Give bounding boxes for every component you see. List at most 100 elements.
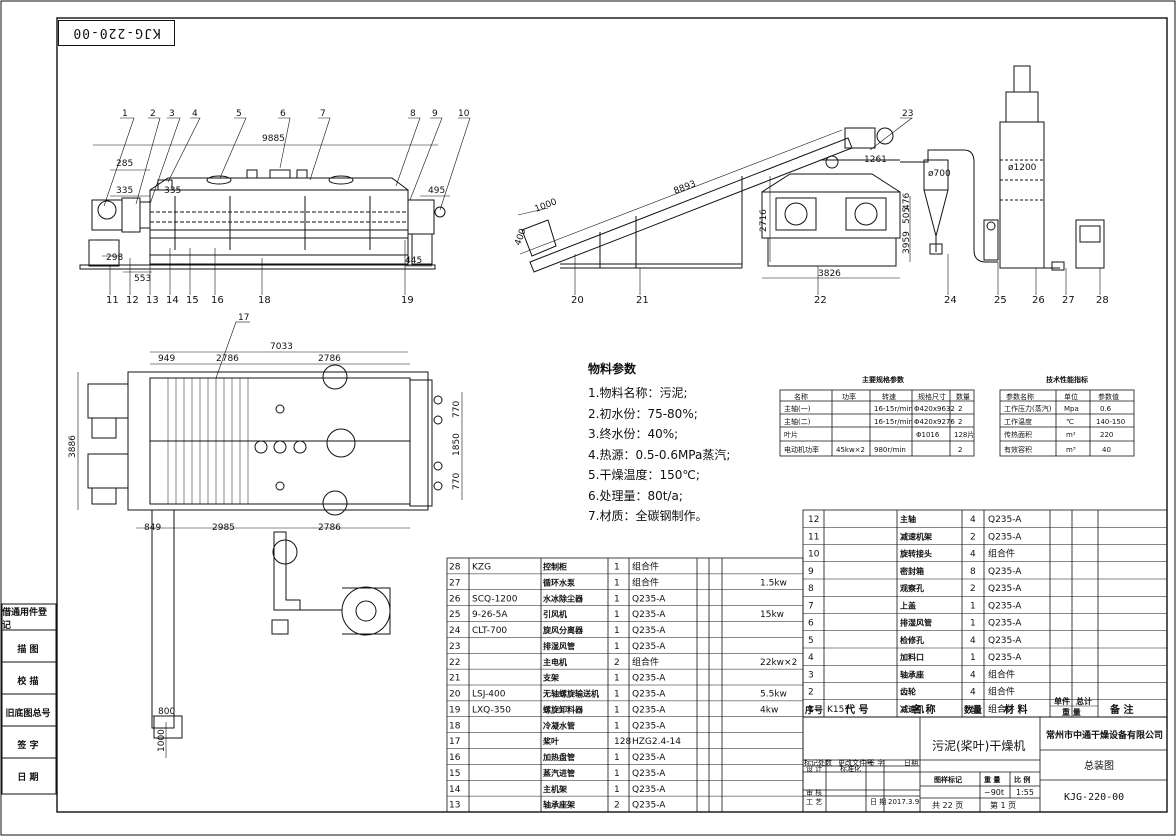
- spec1-h3: 规格尺寸: [918, 392, 946, 401]
- bom-h-seq: 序号: [805, 704, 823, 716]
- bom-right-r5-c0: 7: [808, 601, 814, 611]
- tb-doc: 更改文件号: [838, 758, 873, 767]
- param-line-2: 2.初水份：75-80%;: [588, 406, 698, 421]
- spec1-r0c4: 2: [958, 405, 962, 413]
- param-line-3: 3.终水份：40%;: [588, 427, 679, 441]
- balloon-24: 24: [944, 295, 957, 306]
- bom-right-r7-c0: 5: [808, 636, 814, 646]
- bom-right-r1-c2: 减速机架: [900, 531, 932, 541]
- bom-right-r7-c3: 4: [970, 636, 976, 646]
- spec2-h2: 参数值: [1098, 392, 1119, 401]
- spec1-title: 主要规格参数: [862, 375, 905, 384]
- bom-left-r11-c4: HZG2.4-14: [632, 737, 681, 747]
- bom-left-r0-c2: 控制柜: [543, 562, 567, 572]
- bom-left-r2-c1: SCQ-1200: [472, 594, 518, 604]
- balloon-27: 27: [1062, 295, 1075, 306]
- conveyor-elevation: [521, 127, 894, 273]
- bom-right-r7-c2: 检修孔: [900, 635, 924, 645]
- tb-design: 设 计: [806, 764, 822, 773]
- bom-right-r2-c4: 组合件: [988, 548, 1015, 560]
- fan-25: [983, 219, 999, 261]
- bom-left-r8-c5: 5.5kw: [760, 690, 787, 700]
- company-name: 常州市中通干燥设备有限公司: [1046, 729, 1163, 741]
- spec2-h0: 参数名称: [1006, 392, 1034, 401]
- spec-table-1: [779, 389, 975, 457]
- dim-1000v: 1000: [157, 729, 167, 752]
- balloon-8: 8: [410, 109, 416, 119]
- bom-right-r2-c2: 旋转接头: [899, 549, 932, 559]
- spec1-r3c0: 电动机功率: [784, 445, 819, 454]
- spec1-r0c2: 16-15r/min: [874, 405, 913, 413]
- bom-left-r4-c0: 24: [449, 626, 461, 636]
- dim-949: 949: [158, 354, 175, 364]
- spec2-r0c2: 0.6: [1100, 405, 1112, 413]
- bom-left-r12-c4: Q235-A: [632, 753, 666, 763]
- balloon-4: 4: [192, 109, 198, 119]
- spec2-r2c0: 传热面积: [1004, 430, 1032, 439]
- dim-2985: 2985: [212, 523, 235, 533]
- balloon-18: 18: [258, 295, 271, 306]
- tb-weight-val: ~90t: [984, 788, 1004, 797]
- pump-27: [1051, 261, 1065, 271]
- bom-right-r3-c4: Q235-A: [988, 567, 1022, 577]
- bom-left-r3-c4: Q235-A: [632, 610, 666, 620]
- param-line-5: 5.干燥温度：150℃;: [588, 468, 700, 482]
- bom-left-r10-c3: 1: [614, 721, 620, 731]
- balloon-numbers: 1 2 3 4 5 6 7 8 9 10 11 12 13 14 15 16 1…: [106, 109, 1109, 306]
- bom-right-r8-c0: 4: [808, 653, 814, 663]
- dim-505: 505: [902, 207, 912, 224]
- bom-left-r1-c4: 组合件: [632, 576, 659, 588]
- tb-stdz: 标准化: [840, 764, 861, 773]
- tb-date-val: 2017.3.9: [888, 798, 919, 806]
- tb-mark: 标记: [804, 758, 818, 767]
- bom-right-r6-c0: 6: [808, 619, 814, 629]
- dim-553: 553: [134, 274, 151, 284]
- balloon-17: 17: [238, 313, 249, 323]
- bom-right-r2-c0: 10: [808, 550, 820, 560]
- balloon-7: 7: [320, 109, 326, 119]
- bom-right-r11-c2: 减速机: [900, 704, 924, 714]
- spec2-r2c2: 220: [1100, 431, 1113, 439]
- tb-stage: 图样标记: [934, 775, 962, 784]
- dim-298: 298: [106, 253, 123, 263]
- bom-right-r1-c4: Q235-A: [988, 532, 1022, 542]
- bom-left-r8-c4: Q235-A: [632, 690, 666, 700]
- tb-weight-lbl: 重 量: [984, 775, 1000, 784]
- side-label-trace: 描 图: [17, 644, 39, 655]
- bom-h-name: 名 称: [912, 703, 935, 716]
- spec1-r1c0: 主轴(二): [784, 417, 811, 426]
- bom-right-r10-c4: 组合件: [988, 686, 1015, 698]
- spec2-r1c0: 工作温度: [1004, 417, 1032, 426]
- dim-335b: 335: [164, 186, 181, 196]
- dim-7033: 7033: [270, 342, 293, 352]
- tb-process: 工 艺: [806, 798, 822, 806]
- spec1-h4: 数量: [956, 392, 970, 401]
- bom-right-r0-c3: 4: [970, 515, 976, 525]
- bom-left-r5-c2: 排湿风管: [543, 641, 575, 651]
- bom-left-r7-c4: Q235-A: [632, 674, 666, 684]
- param-line-7: 7.材质：全碳钢制作。: [588, 509, 708, 523]
- tb-count: 处数: [818, 758, 832, 767]
- balloon-21: 21: [636, 295, 649, 306]
- bom-left-r9-c0: 19: [449, 705, 461, 715]
- bom-left-r10-c0: 18: [449, 721, 461, 731]
- bom-left-r4-c2: 旋风分离器: [542, 625, 584, 635]
- tb-scale-val: 1:55: [1016, 788, 1034, 797]
- bom-right-r11-c0: 1: [808, 705, 814, 715]
- bom-h-code: 代 号: [844, 703, 868, 716]
- bom-h-total: 总计: [1076, 696, 1092, 706]
- bom-left-r8-c1: LSJ-400: [472, 690, 506, 700]
- balloon-20: 20: [571, 295, 584, 306]
- balloon-16: 16: [211, 295, 224, 306]
- bom-left-r10-c2: 冷凝水管: [543, 720, 575, 730]
- bom-left-r9-c1: LXQ-350: [472, 705, 511, 715]
- dim-1200: ø1200: [1008, 163, 1037, 173]
- bom-left-r4-c1: CLT-700: [472, 626, 507, 636]
- dim-1850: 1850: [452, 433, 462, 456]
- bom-left-r15-c3: 2: [614, 801, 620, 811]
- dim-1261: 1261: [864, 155, 887, 165]
- spec1-r2c4: 128片: [954, 430, 974, 439]
- spec2-r2c1: m²: [1066, 431, 1076, 439]
- dim-8893: 8893: [672, 179, 697, 197]
